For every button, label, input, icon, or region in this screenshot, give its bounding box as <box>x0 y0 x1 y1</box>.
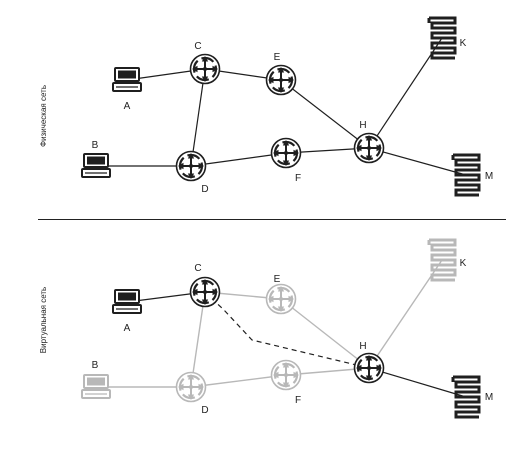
node-label: F <box>295 395 301 406</box>
server-icon <box>451 375 481 419</box>
node-label: B <box>92 360 99 371</box>
router-icon <box>270 137 302 169</box>
link-H-K <box>368 259 443 369</box>
side-label: Виртуальная сеть <box>39 287 48 353</box>
link-D-F <box>190 374 287 388</box>
server-icon <box>451 153 481 197</box>
node-label: C <box>194 263 201 274</box>
node-label: M <box>485 171 493 182</box>
laptop-B: B <box>81 360 111 399</box>
server-K: K <box>427 238 467 282</box>
node-label: B <box>92 140 99 151</box>
router-F: F <box>270 137 302 184</box>
laptop-A: A <box>112 67 142 112</box>
link-C-D <box>190 68 206 167</box>
link-H-M <box>368 367 467 398</box>
laptop-icon <box>112 289 142 314</box>
link-E-H <box>280 298 370 369</box>
laptop-icon <box>81 374 111 399</box>
router-C: C <box>189 263 221 308</box>
router-icon <box>353 352 385 384</box>
router-D: D <box>175 371 209 416</box>
router-F: F <box>270 359 302 406</box>
node-label: A <box>124 323 131 334</box>
laptop-B: B <box>81 140 111 178</box>
node-label: H <box>359 120 366 131</box>
node-label: K <box>460 38 467 49</box>
node-label: C <box>194 41 201 52</box>
router-icon <box>175 371 207 403</box>
router-H: H <box>353 120 385 164</box>
node-label: F <box>295 173 301 184</box>
router-E: E <box>265 274 297 315</box>
physical-network-panel: Физическая сеть A B C D E F H K M <box>39 16 493 197</box>
side-label: Физическая сеть <box>39 85 48 147</box>
node-label: K <box>460 258 467 269</box>
laptop-A: A <box>112 289 142 334</box>
node-label: A <box>124 101 131 112</box>
router-icon <box>189 53 221 85</box>
server-M: M <box>451 375 493 419</box>
router-E: E <box>265 52 297 96</box>
link-H-M <box>368 147 467 176</box>
server-icon <box>427 238 457 282</box>
router-icon <box>175 150 207 182</box>
router-D: D <box>175 150 209 195</box>
node-label: E <box>274 274 281 285</box>
router-H: H <box>353 341 385 384</box>
router-icon <box>265 64 297 96</box>
node-label: E <box>274 52 281 63</box>
router-icon <box>270 359 302 391</box>
link-E-H <box>280 79 370 149</box>
node-label: H <box>359 341 366 352</box>
laptop-icon <box>112 67 142 92</box>
router-icon <box>353 132 385 164</box>
server-K: K <box>427 16 467 60</box>
router-icon <box>265 283 297 315</box>
router-icon <box>189 276 221 308</box>
server-icon <box>427 16 457 60</box>
router-C: C <box>189 41 221 85</box>
node-label: D <box>201 405 208 416</box>
laptop-icon <box>81 153 111 178</box>
node-label: D <box>201 184 208 195</box>
link-C-D <box>190 291 206 388</box>
node-label: M <box>485 392 493 403</box>
link-H-K <box>368 37 443 149</box>
server-M: M <box>451 153 493 197</box>
link-D-F <box>190 152 287 167</box>
